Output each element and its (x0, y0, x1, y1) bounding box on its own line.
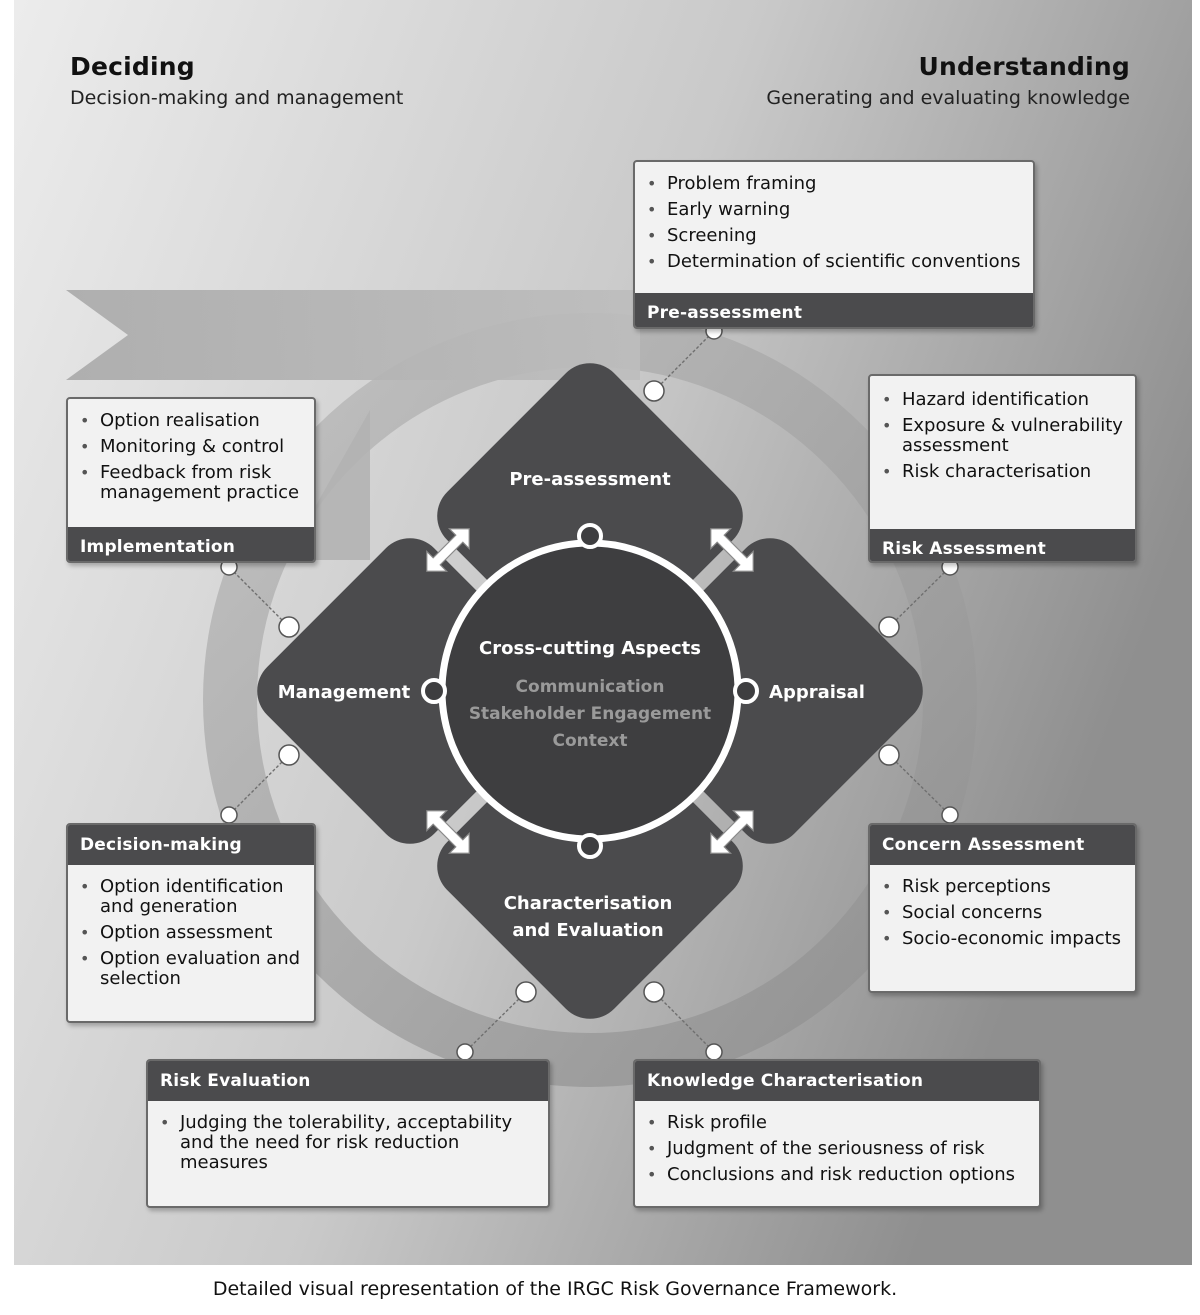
box-risk-assessment: Hazard identification Exposure & vulnera… (868, 374, 1137, 563)
list-item: Option evaluation and selection (80, 949, 304, 989)
box-risk-evaluation: Risk Evaluation Judging the tolerability… (146, 1059, 550, 1208)
list-item: Option realisation (80, 411, 304, 432)
box-risk-assessment-title: Risk Assessment (870, 529, 1135, 561)
box-risk-assessment-list: Hazard identification Exposure & vulnera… (870, 376, 1135, 529)
list-item: Hazard identification (882, 390, 1125, 411)
list-item: Social concerns (882, 903, 1125, 924)
list-item: Early warning (647, 200, 1023, 221)
header-understanding-title: Understanding (918, 52, 1130, 81)
quadrant-label-appraisal: Appraisal (769, 682, 865, 703)
list-item: Feedback from risk management practice (80, 463, 304, 503)
box-pre-assessment-list: Problem framing Early warning Screening … (635, 162, 1033, 293)
box-pre-assessment: Problem framing Early warning Screening … (633, 160, 1035, 329)
quadrant-label-characterisation-2: and Evaluation (512, 920, 663, 941)
list-item: Option identification and generation (80, 877, 304, 917)
box-pre-assessment-title: Pre-assessment (635, 293, 1033, 327)
list-item: Socio-economic impacts (882, 929, 1125, 950)
center-item-stakeholder-engagement: Stakeholder Engagement (469, 704, 711, 724)
list-item: Judging the tolerability, acceptability … (160, 1113, 538, 1173)
list-item: Option assessment (80, 923, 304, 944)
header-deciding: Deciding Decision-making and management (70, 52, 403, 109)
quadrant-label-characterisation-1: Characterisation (504, 893, 673, 914)
list-item: Risk perceptions (882, 877, 1125, 898)
list-item: Monitoring & control (80, 437, 304, 458)
header-deciding-subtitle: Decision-making and management (70, 87, 404, 109)
center-connectors (421, 523, 759, 859)
list-item: Problem framing (647, 174, 1023, 195)
flow-arrow (66, 290, 640, 380)
box-risk-evaluation-list: Judging the tolerability, acceptability … (148, 1101, 548, 1187)
header-understanding-subtitle: Generating and evaluating knowledge (766, 87, 1130, 109)
center-title: Cross-cutting Aspects (479, 638, 701, 659)
box-concern-assessment: Concern Assessment Risk perceptions Soci… (868, 823, 1137, 993)
list-item: Exposure & vulnerability assessment (882, 416, 1125, 456)
list-item: Judgment of the seriousness of risk (647, 1139, 1029, 1160)
list-item: Risk characterisation (882, 462, 1125, 483)
box-knowledge-characterisation: Knowledge Characterisation Risk profile … (633, 1059, 1041, 1208)
box-implementation-list: Option realisation Monitoring & control … (68, 399, 314, 527)
list-item: Determination of scientific conventions (647, 252, 1023, 273)
connector-lines (228, 330, 951, 1053)
box-implementation: Option realisation Monitoring & control … (66, 397, 316, 563)
box-knowledge-characterisation-title: Knowledge Characterisation (635, 1061, 1039, 1101)
box-decision-making-title: Decision-making (68, 825, 314, 865)
box-implementation-title: Implementation (68, 527, 314, 561)
figure-caption: Detailed visual representation of the IR… (212, 1278, 898, 1300)
quadrant-label-management: Management (278, 682, 411, 703)
box-decision-making-list: Option identification and generation Opt… (68, 865, 314, 1003)
header-understanding: Understanding Generating and evaluating … (766, 52, 1130, 109)
box-risk-evaluation-title: Risk Evaluation (148, 1061, 548, 1101)
header-deciding-title: Deciding (70, 52, 195, 81)
list-item: Conclusions and risk reduction options (647, 1165, 1029, 1186)
box-concern-assessment-list: Risk perceptions Social concerns Socio-e… (870, 865, 1135, 963)
arrow-top-right (710, 528, 754, 572)
box-concern-assessment-title: Concern Assessment (870, 825, 1135, 865)
quadrant-label-pre-assessment: Pre-assessment (509, 469, 671, 490)
list-item: Screening (647, 226, 1023, 247)
center-item-communication: Communication (516, 677, 665, 697)
arrow-top-left (426, 528, 470, 572)
box-knowledge-characterisation-list: Risk profile Judgment of the seriousness… (635, 1101, 1039, 1199)
arrow-bottom-left (426, 810, 470, 854)
connector-dots (220, 322, 959, 1061)
list-item: Risk profile (647, 1113, 1029, 1134)
exchange-arrows (426, 528, 754, 854)
center-item-context: Context (552, 731, 627, 751)
arrow-bottom-right (710, 810, 754, 854)
box-decision-making: Decision-making Option identification an… (66, 823, 316, 1023)
